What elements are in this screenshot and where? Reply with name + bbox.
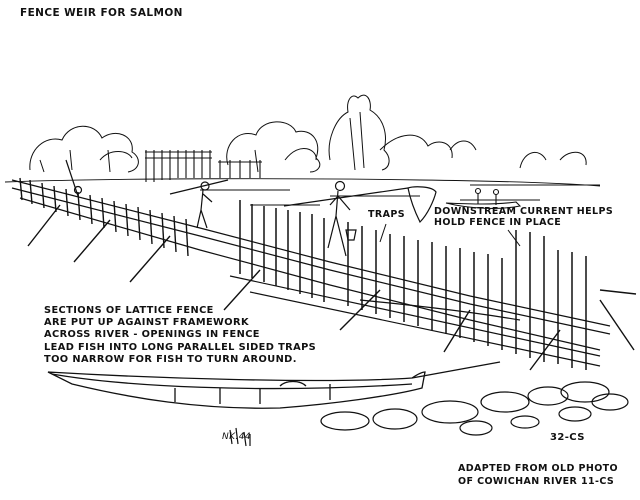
credit-line: ADAPTED FROM OLD PHOTO [458,463,619,474]
current-line: DOWNSTREAM CURRENT HELPS [434,206,614,217]
current-line: HOLD FENCE IN PLACE [434,217,562,228]
description-line: LEAD FISH INTO LONG PARALLEL SIDED TRAPS [44,341,317,353]
current-annotation: DOWNSTREAM CURRENT HELPS HOLD FENCE IN P… [434,206,613,228]
description-block: SECTIONS OF LATTICE FENCE ARE PUT UP AGA… [44,305,316,366]
distant-fence [145,150,262,182]
rocks [229,381,629,447]
description-line: ARE PUT UP AGAINST FRAMEWORK [44,317,249,329]
leader-lines [379,223,521,247]
diagram-title: FENCE WEIR FOR SALMON [20,7,183,19]
fishermen [65,159,437,257]
source-credit: ADAPTED FROM OLD PHOTO OF COWICHAN RIVER… [458,463,618,488]
diagonal-supports [27,204,637,371]
artist-signature: NK.44 [222,432,251,442]
dugout-canoe [47,361,501,409]
background-trees [29,94,587,173]
traps-label: TRAPS [368,209,405,220]
figure-number: 32-CS [550,432,585,443]
weir-fence [11,177,611,370]
description-line: ACROSS RIVER - OPENINGS IN FENCE [44,329,260,341]
credit-line: OF COWICHAN RIVER 11-CS [458,475,615,487]
description-line: SECTIONS OF LATTICE FENCE [44,305,214,316]
description-line: TOO NARROW FOR FISH TO TURN AROUND. [44,353,297,365]
canoe-distant [445,187,522,209]
far-shore [4,178,601,206]
